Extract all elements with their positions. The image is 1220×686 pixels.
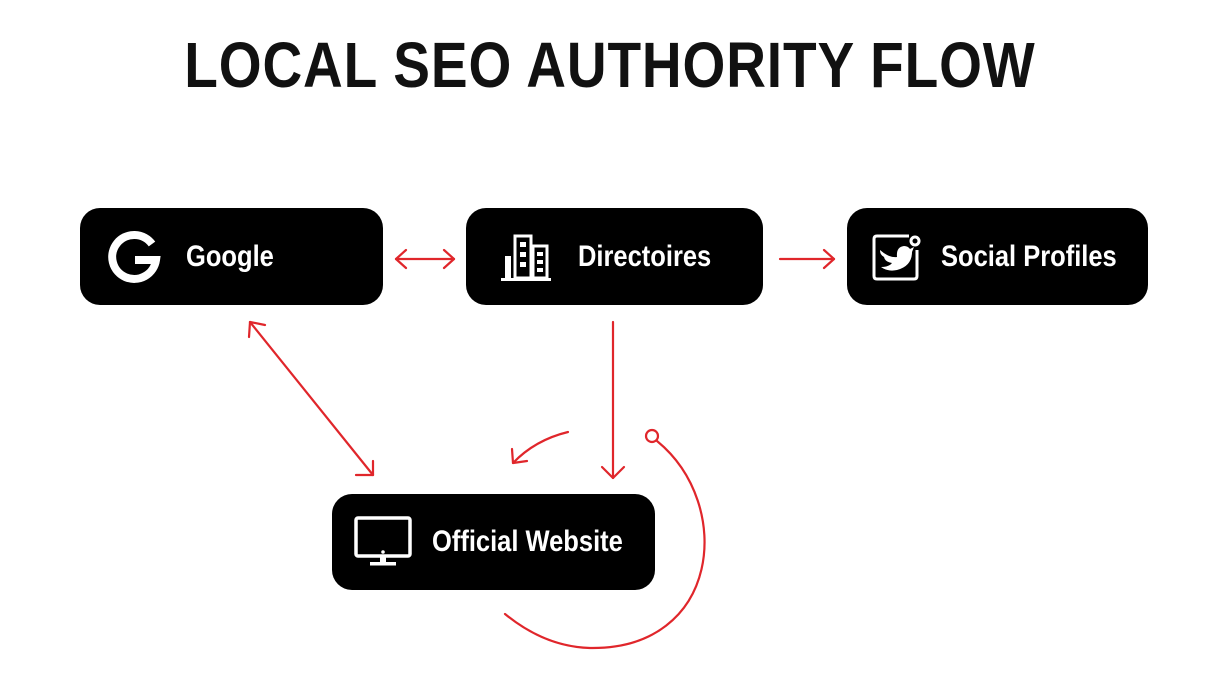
node-google[interactable]: Google <box>80 208 383 305</box>
arrow-curved-to-website <box>510 430 570 465</box>
google-g-icon <box>106 230 162 284</box>
arrow-directories-social <box>778 248 836 270</box>
building-icon <box>498 232 554 282</box>
monitor-icon <box>354 516 412 568</box>
loop-arc <box>503 428 706 650</box>
node-label: Directoires <box>578 239 712 273</box>
page-title: LOCAL SEO AUTHORITY FLOW <box>184 29 1036 101</box>
node-label: Official Website <box>432 525 623 558</box>
node-directories[interactable]: Directoires <box>466 208 763 305</box>
node-label: Social Profiles <box>941 239 1117 273</box>
node-official-website[interactable]: Official Website <box>332 494 655 590</box>
arrow-google-directories <box>394 248 456 270</box>
arrow-directories-website <box>600 320 626 480</box>
node-label: Google <box>186 239 274 273</box>
arrow-google-website <box>247 320 375 477</box>
twitter-bird-icon <box>871 232 923 282</box>
node-social-profiles[interactable]: Social Profiles <box>847 208 1148 305</box>
